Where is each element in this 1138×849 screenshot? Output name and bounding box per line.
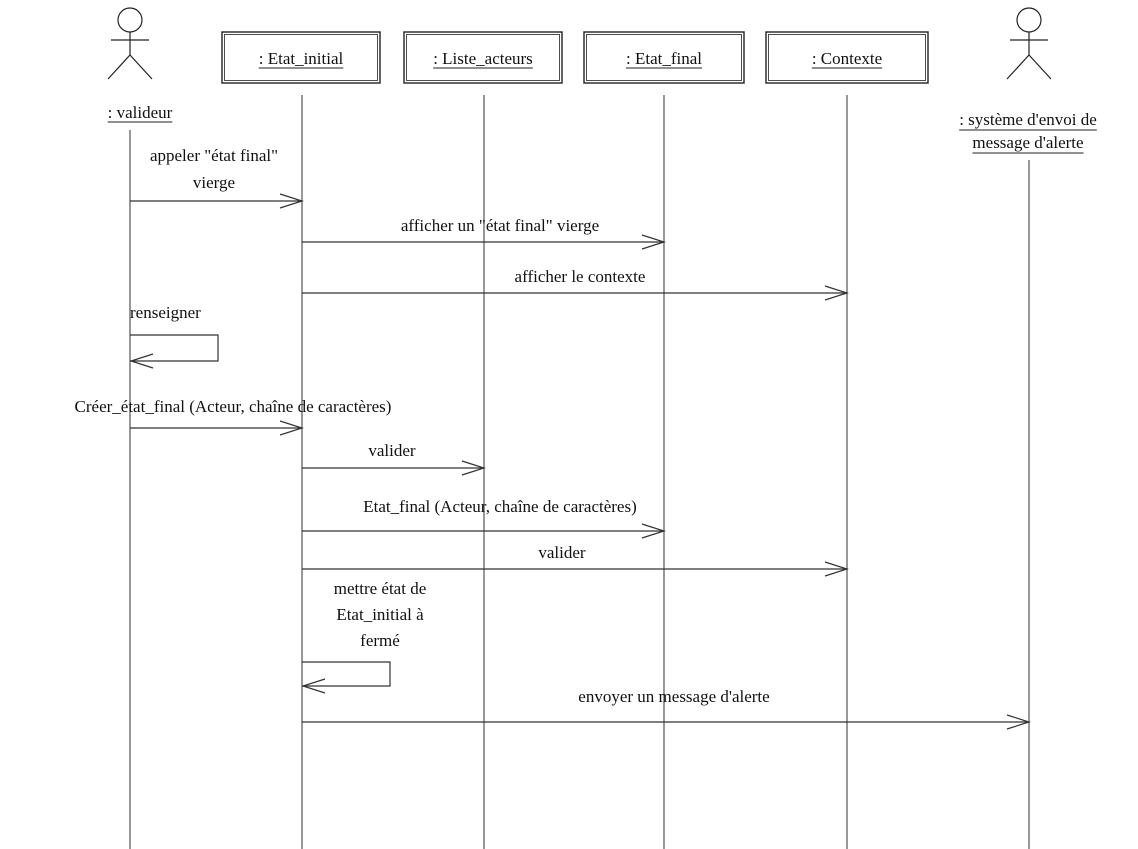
message-label: Etat_final (Acteur, chaîne de caractères… (363, 497, 637, 516)
message-label: Etat_initial à (336, 605, 424, 624)
message: Etat_final (Acteur, chaîne de caractères… (302, 497, 666, 539)
message: valider (302, 441, 486, 476)
arrowhead-icon (824, 561, 849, 577)
arrowhead-icon (461, 460, 486, 476)
actor-label: message d'alerte (972, 133, 1083, 152)
message-label: afficher un "état final" vierge (401, 216, 599, 235)
actor-figure-icon (107, 7, 153, 80)
message-label: Créer_état_final (Acteur, chaîne de cara… (75, 397, 392, 416)
message-label: mettre état de (334, 579, 427, 598)
message: mettre état de Etat_initial à fermé (301, 579, 427, 694)
object-label: : Liste_acteurs (433, 49, 533, 68)
message: Créer_état_final (Acteur, chaîne de cara… (75, 397, 392, 436)
object-box: : Etat_final (583, 31, 745, 84)
arrowhead-icon (279, 420, 304, 436)
object-label: : Contexte (812, 49, 882, 68)
message-label: appeler "état final" (150, 146, 278, 165)
message-label: fermé (360, 631, 400, 650)
message-label: vierge (193, 173, 235, 192)
message: appeler "état final" vierge (130, 146, 304, 209)
object-label: : Etat_final (626, 49, 702, 68)
message: renseigner (129, 303, 219, 369)
object-label: : Etat_initial (259, 49, 344, 68)
self-message-line (130, 334, 219, 362)
message: afficher le contexte (302, 267, 849, 301)
message: envoyer un message d'alerte (302, 687, 1031, 730)
self-message-line (302, 661, 391, 687)
object-box: : Liste_acteurs (403, 31, 563, 84)
arrowhead-icon (641, 523, 666, 539)
arrowhead-icon (824, 285, 849, 301)
arrowhead-icon (129, 353, 154, 369)
message-label: envoyer un message d'alerte (578, 687, 769, 706)
message-label: valider (538, 543, 586, 562)
message-label: renseigner (130, 303, 201, 322)
actor-label: : valideur (108, 103, 173, 122)
arrowhead-icon (301, 678, 326, 694)
message-label: valider (368, 441, 416, 460)
actor-figure-icon (1006, 7, 1052, 80)
object-box: : Etat_initial (221, 31, 381, 84)
arrowhead-icon (1006, 714, 1031, 730)
message: afficher un "état final" vierge (302, 216, 666, 250)
arrowhead-icon (641, 234, 666, 250)
message: valider (302, 543, 849, 577)
object-box: : Contexte (765, 31, 929, 84)
arrowhead-icon (279, 193, 304, 209)
actor-label: : système d'envoi de (959, 110, 1097, 129)
message-label: afficher le contexte (515, 267, 646, 286)
